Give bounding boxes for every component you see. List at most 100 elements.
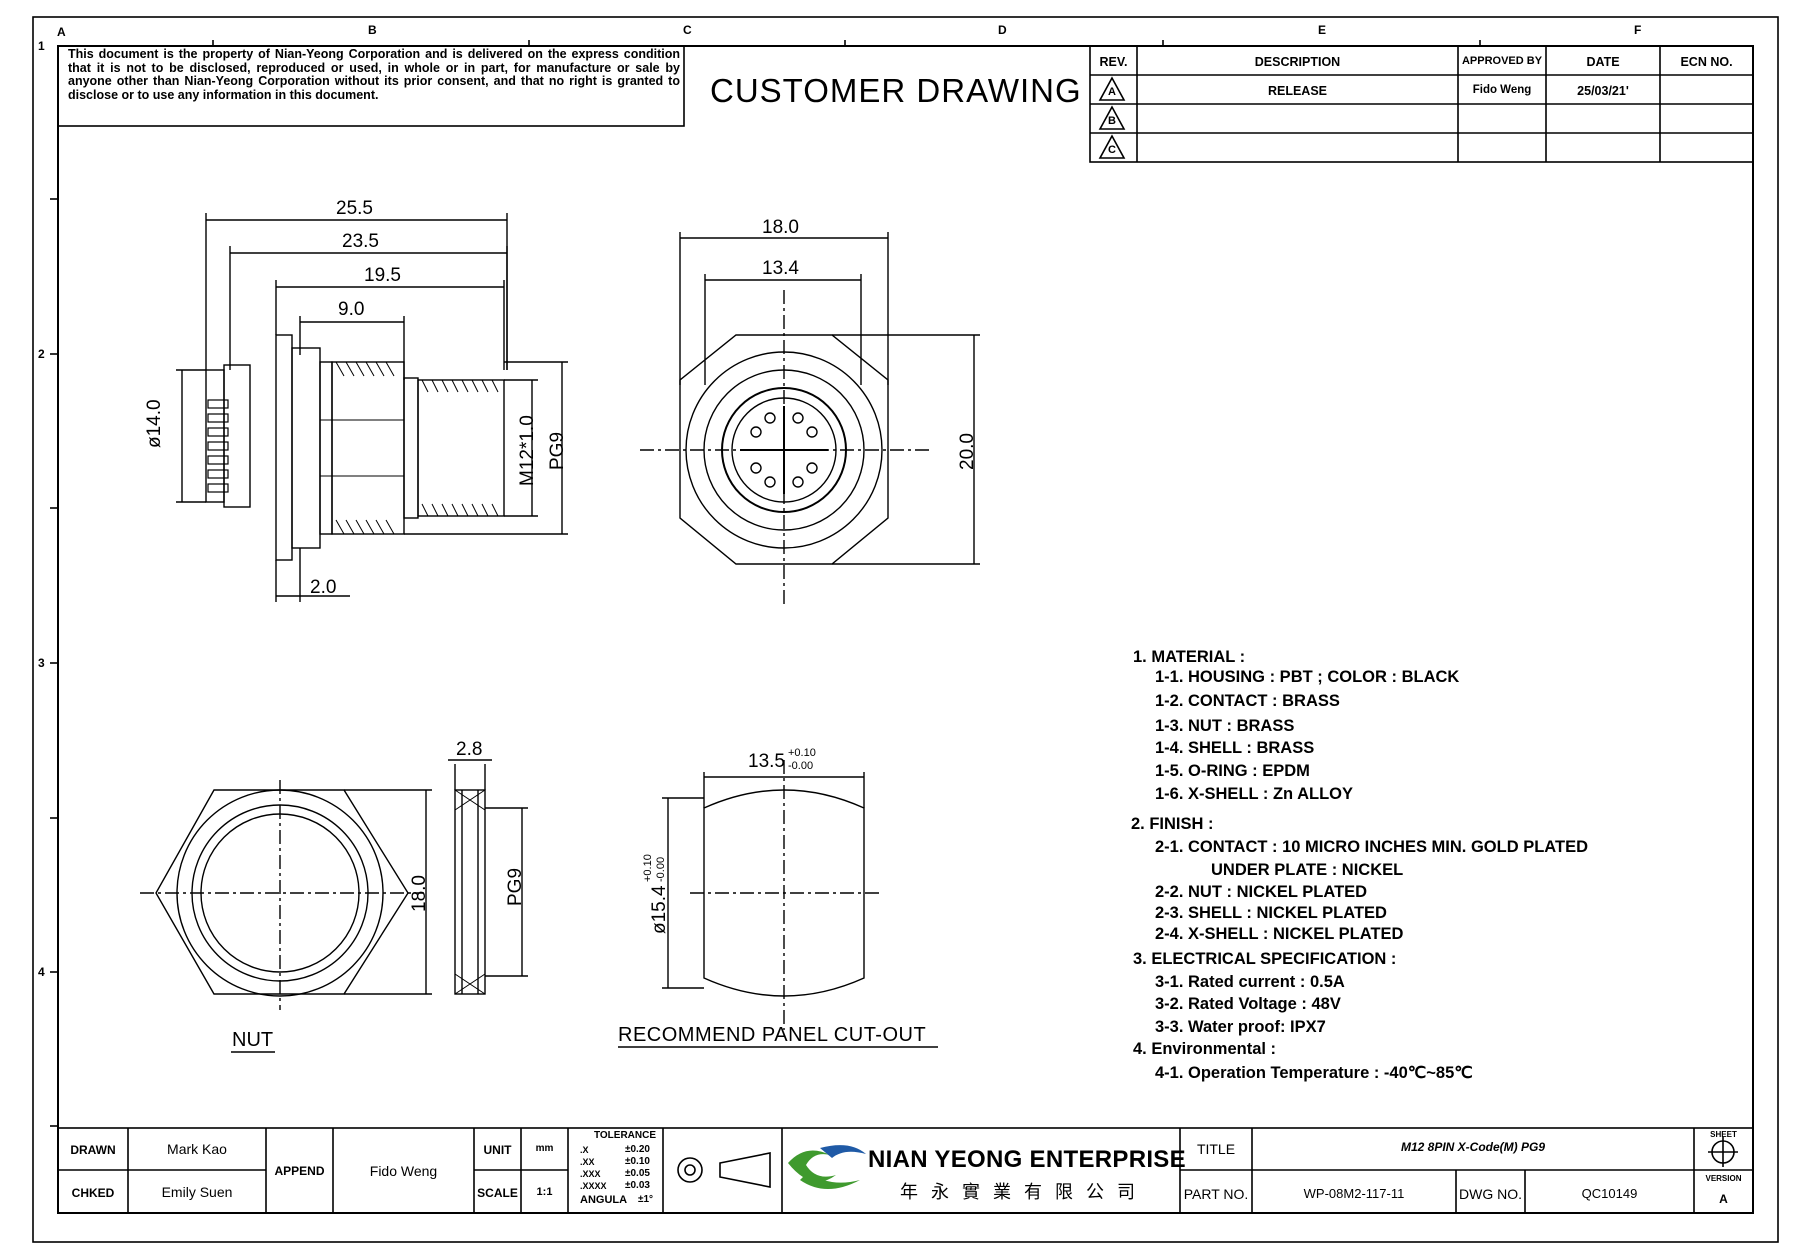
tb-unit-label: UNIT xyxy=(483,1143,512,1157)
dim-nut-2-8: 2.8 xyxy=(456,739,483,760)
note-line: 2-3. SHELL : NICKEL PLATED xyxy=(1155,904,1387,922)
dim-dia-14: ø14.0 xyxy=(144,399,165,448)
zone-col-c: C xyxy=(683,23,692,37)
note-line: 2-4. X-SHELL : NICKEL PLATED xyxy=(1155,925,1404,943)
note-line: 1. MATERIAL : xyxy=(1133,648,1246,666)
rev-row-a-letter: A xyxy=(1108,86,1116,98)
rev-row-a-date: 25/03/21' xyxy=(1577,84,1629,98)
dim-front-20: 20.0 xyxy=(957,433,978,470)
dim-cut-width-tol-plus: +0.10 xyxy=(788,747,816,759)
note-line: 1-6. X-SHELL : Zn ALLOY xyxy=(1155,785,1354,803)
dim-25-5: 25.5 xyxy=(336,198,373,219)
dim-nut-18: 18.0 xyxy=(409,875,430,912)
outer-frame xyxy=(32,16,1779,1243)
dim-23-5: 23.5 xyxy=(342,231,379,252)
disclaimer-text: This document is the property of Nian-Ye… xyxy=(68,47,680,102)
tb-checked-label: CHKED xyxy=(71,1186,115,1200)
tb-dwg-value: QC10149 xyxy=(1581,1186,1638,1201)
tb-tol-val: ±0.20 xyxy=(625,1144,650,1155)
note-line: 3-1. Rated current : 0.5A xyxy=(1155,973,1345,991)
tb-tol-val: ±0.10 xyxy=(625,1156,650,1167)
tb-unit-value: mm xyxy=(535,1143,554,1154)
front-view xyxy=(640,232,980,605)
tb-tol-key: .XXX xyxy=(580,1169,601,1179)
company-chinese: 年 永 實 業 有 限 公 司 xyxy=(900,1182,1140,1202)
zone-col-b: B xyxy=(368,23,377,37)
zone-col-a: A xyxy=(57,25,66,39)
tb-tol-val: ±1° xyxy=(638,1194,654,1205)
rev-row-a-approved: Fido Weng xyxy=(1472,84,1532,96)
note-line: 1-2. CONTACT : BRASS xyxy=(1155,692,1340,710)
note-line: 3-3. Water proof: IPX7 xyxy=(1155,1018,1326,1036)
tb-sheet-label: SHEET xyxy=(1710,1130,1737,1139)
note-line: 2-1. CONTACT : 10 MICRO INCHES MIN. GOLD… xyxy=(1155,838,1588,856)
dim-m12: M12*1.0 xyxy=(517,415,538,486)
note-line: UNDER PLATE : NICKEL xyxy=(1211,861,1404,879)
tb-version-value: A xyxy=(1719,1192,1728,1206)
zone-col-d: D xyxy=(998,23,1007,37)
note-line: 1-4. SHELL : BRASS xyxy=(1155,739,1315,757)
label-nut: NUT xyxy=(232,1029,274,1051)
dim-front-18: 18.0 xyxy=(762,217,799,238)
tb-tol-key: .XXXX xyxy=(580,1181,607,1191)
zone-col-f: F xyxy=(1634,23,1642,37)
dim-pg9-side: PG9 xyxy=(547,431,568,470)
dim-9-0: 9.0 xyxy=(338,299,365,320)
rev-header-description: DESCRIPTION xyxy=(1254,55,1341,69)
tb-title-value: M12 8PIN X-Code(M) PG9 xyxy=(1400,1140,1546,1154)
tb-version-label: VERSION xyxy=(1705,1174,1742,1183)
side-view xyxy=(176,213,568,602)
rev-row-b-letter: B xyxy=(1108,115,1116,127)
note-line: 1-3. NUT : BRASS xyxy=(1155,717,1295,735)
tb-tol-key: .XX xyxy=(580,1157,595,1167)
rev-row-c-letter: C xyxy=(1108,144,1116,156)
tb-scale-label: SCALE xyxy=(477,1186,518,1200)
tb-tol-key: .X xyxy=(580,1145,589,1155)
dim-cut-width-tol-minus: -0.00 xyxy=(788,760,814,772)
company-name: NIAN YEONG ENTERPRISE xyxy=(868,1146,1186,1173)
tb-tol-val: ±0.03 xyxy=(625,1180,650,1191)
tb-tol-key: ANGULA xyxy=(580,1194,628,1206)
tb-part-label: PART NO. xyxy=(1183,1186,1249,1202)
panel-cutout-view xyxy=(231,760,938,1053)
dim-2-0: 2.0 xyxy=(310,577,337,598)
zone-row-2: 2 xyxy=(38,347,45,361)
note-line: 1-5. O-RING : EPDM xyxy=(1155,762,1310,780)
label-panel-cutout: RECOMMEND PANEL CUT-OUT xyxy=(618,1024,927,1046)
dim-cut-dia-tol-plus: +0.10 xyxy=(642,854,654,882)
tb-scale-value: 1:1 xyxy=(536,1186,553,1198)
zone-row-3: 3 xyxy=(38,656,45,670)
note-line: 4. Environmental : xyxy=(1133,1040,1277,1058)
dim-cut-dia-tol-minus: -0.00 xyxy=(655,856,667,882)
note-line: 1-1. HOUSING : PBT ; COLOR : BLACK xyxy=(1155,668,1460,686)
dim-front-13-4: 13.4 xyxy=(762,258,799,279)
zone-col-e: E xyxy=(1318,23,1327,37)
dim-cut-dia: ø15.4 xyxy=(649,885,670,934)
rev-header-approved: APPROVED BY xyxy=(1461,55,1543,67)
note-line: 4-1. Operation Temperature : -40℃~85℃ xyxy=(1155,1064,1473,1082)
tb-checked-value: Emily Suen xyxy=(161,1184,233,1200)
note-line: 2-2. NUT : NICKEL PLATED xyxy=(1155,883,1368,901)
note-line: 3-2. Rated Voltage : 48V xyxy=(1155,995,1341,1013)
tb-title-label: TITLE xyxy=(1196,1141,1236,1157)
drawing-title: CUSTOMER DRAWING xyxy=(710,72,1082,109)
rev-header-ecn: ECN NO. xyxy=(1680,55,1733,69)
rev-header-rev: REV. xyxy=(1099,55,1128,69)
rev-header-date: DATE xyxy=(1586,55,1620,69)
tb-drawn-label: DRAWN xyxy=(70,1143,116,1157)
zone-row-1: 1 xyxy=(38,39,45,53)
note-line: 2. FINISH : xyxy=(1131,815,1214,833)
tb-append-value: Fido Weng xyxy=(369,1163,438,1179)
tb-drawn-value: Mark Kao xyxy=(167,1141,227,1157)
tb-tol-val: ±0.05 xyxy=(625,1168,650,1179)
tb-dwg-label: DWG NO. xyxy=(1459,1186,1522,1202)
zone-row-4: 4 xyxy=(38,965,45,979)
note-line: 3. ELECTRICAL SPECIFICATION : xyxy=(1133,950,1397,968)
dim-19-5: 19.5 xyxy=(364,265,401,286)
company-logo xyxy=(788,1145,866,1189)
dim-nut-pg9: PG9 xyxy=(505,867,526,906)
tb-append-label: APPEND xyxy=(274,1164,325,1178)
dim-cut-width: 13.5 xyxy=(748,751,785,772)
